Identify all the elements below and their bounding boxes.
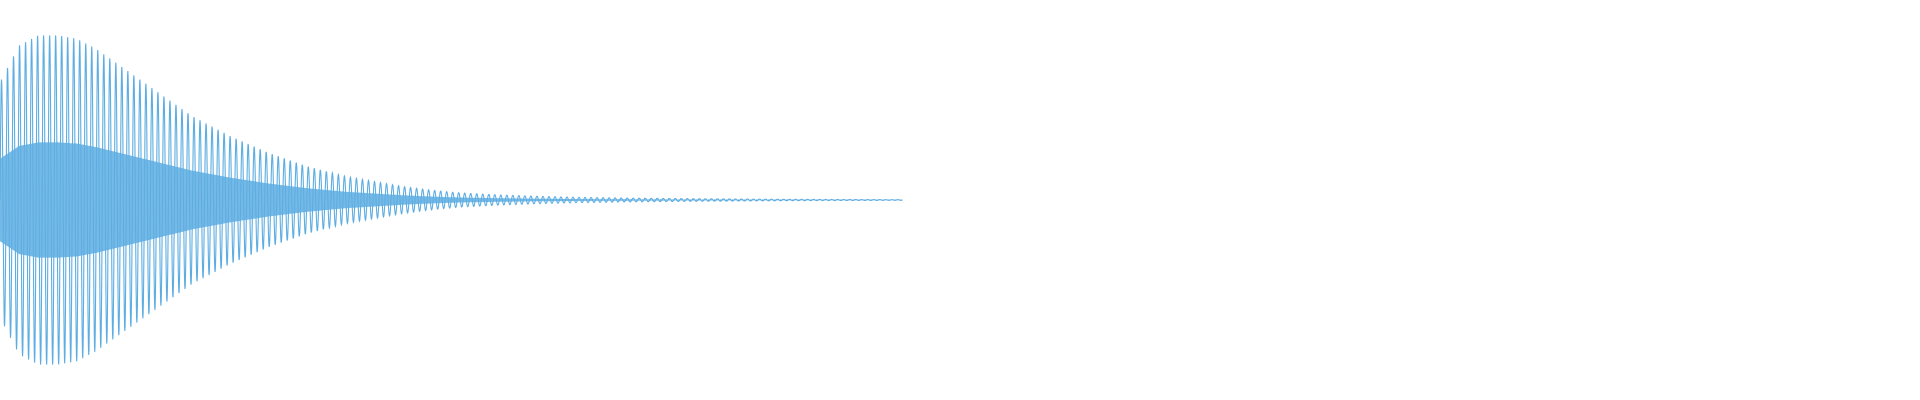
waveform-marks bbox=[0, 35, 903, 365]
waveform-line bbox=[0, 35, 903, 365]
